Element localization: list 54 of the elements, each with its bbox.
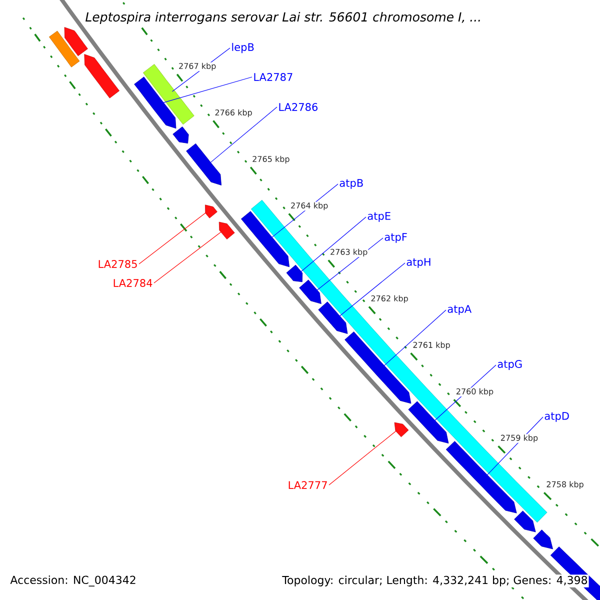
- scale-label: 2763 kbp: [330, 248, 368, 257]
- gene-feature: [84, 54, 120, 98]
- gene-label: lepB: [232, 42, 254, 54]
- gene-label: atpB: [340, 179, 363, 189]
- title: Leptospira interrogans serovar Lai str. 56601 chromosome I, ...: [84, 10, 483, 26]
- gene-label: atpD: [544, 412, 569, 422]
- leader-line: [154, 232, 222, 284]
- gene-bar: [49, 30, 80, 68]
- leader-line: [328, 430, 396, 486]
- gene-label: LA2785: [98, 260, 137, 268]
- info-text: Topology: circular; Length: 4,332,241 bp; Genes: 4,398: [281, 574, 589, 588]
- gene-feature: [408, 401, 449, 444]
- scale-label: 2759 kbp: [500, 434, 539, 443]
- leader-line: [383, 310, 446, 367]
- scale-label: 2765 kbp: [252, 155, 290, 164]
- gene-feature: [134, 76, 176, 129]
- scale-label: 2767 kbp: [178, 62, 217, 72]
- gene-feature: [299, 280, 322, 304]
- leader-line: [162, 76, 252, 104]
- leader-line: [338, 262, 406, 318]
- gene-label: LA2777: [288, 481, 327, 489]
- gene-feature: [286, 264, 303, 282]
- accession-text: Accession: NC_004342: [10, 576, 136, 586]
- gene-feature: [344, 332, 412, 404]
- gene-label: atpA: [448, 305, 472, 315]
- gene-label: atpE: [368, 212, 390, 222]
- gene-feature: [218, 222, 235, 240]
- scale-label: 2766 kbp: [214, 108, 253, 118]
- gene-label: atpF: [384, 233, 407, 243]
- gene-feature: [172, 126, 189, 144]
- gene-feature: [186, 143, 222, 186]
- gene-feature: [205, 204, 218, 218]
- scale-label: 2758 kbp: [546, 480, 584, 490]
- scale-label: 2761 kbp: [412, 341, 451, 350]
- leader-line: [300, 216, 366, 273]
- gene-feature: [514, 510, 536, 532]
- scale-label: 2762 kbp: [370, 294, 409, 304]
- scale-label: 2760 kbp: [455, 388, 494, 396]
- gene-label: LA2786: [279, 103, 318, 111]
- gene-feature: [318, 302, 348, 334]
- gene-feature: [64, 27, 88, 56]
- scale-label: 2764 kbp: [290, 202, 329, 211]
- gene-feature: [446, 441, 517, 514]
- leader-line: [316, 238, 384, 292]
- gene-label: atpG: [498, 360, 522, 370]
- gene-feature: [241, 211, 290, 268]
- gene-feature: [394, 422, 409, 438]
- gene-label: atpH: [406, 258, 430, 268]
- gene-feature: [533, 530, 553, 550]
- gene-label: LA2784: [114, 279, 152, 287]
- leader-line: [138, 212, 206, 264]
- gene-feature: [550, 546, 600, 600]
- leader-line: [209, 106, 278, 164]
- gene-label: LA2787: [254, 73, 292, 81]
